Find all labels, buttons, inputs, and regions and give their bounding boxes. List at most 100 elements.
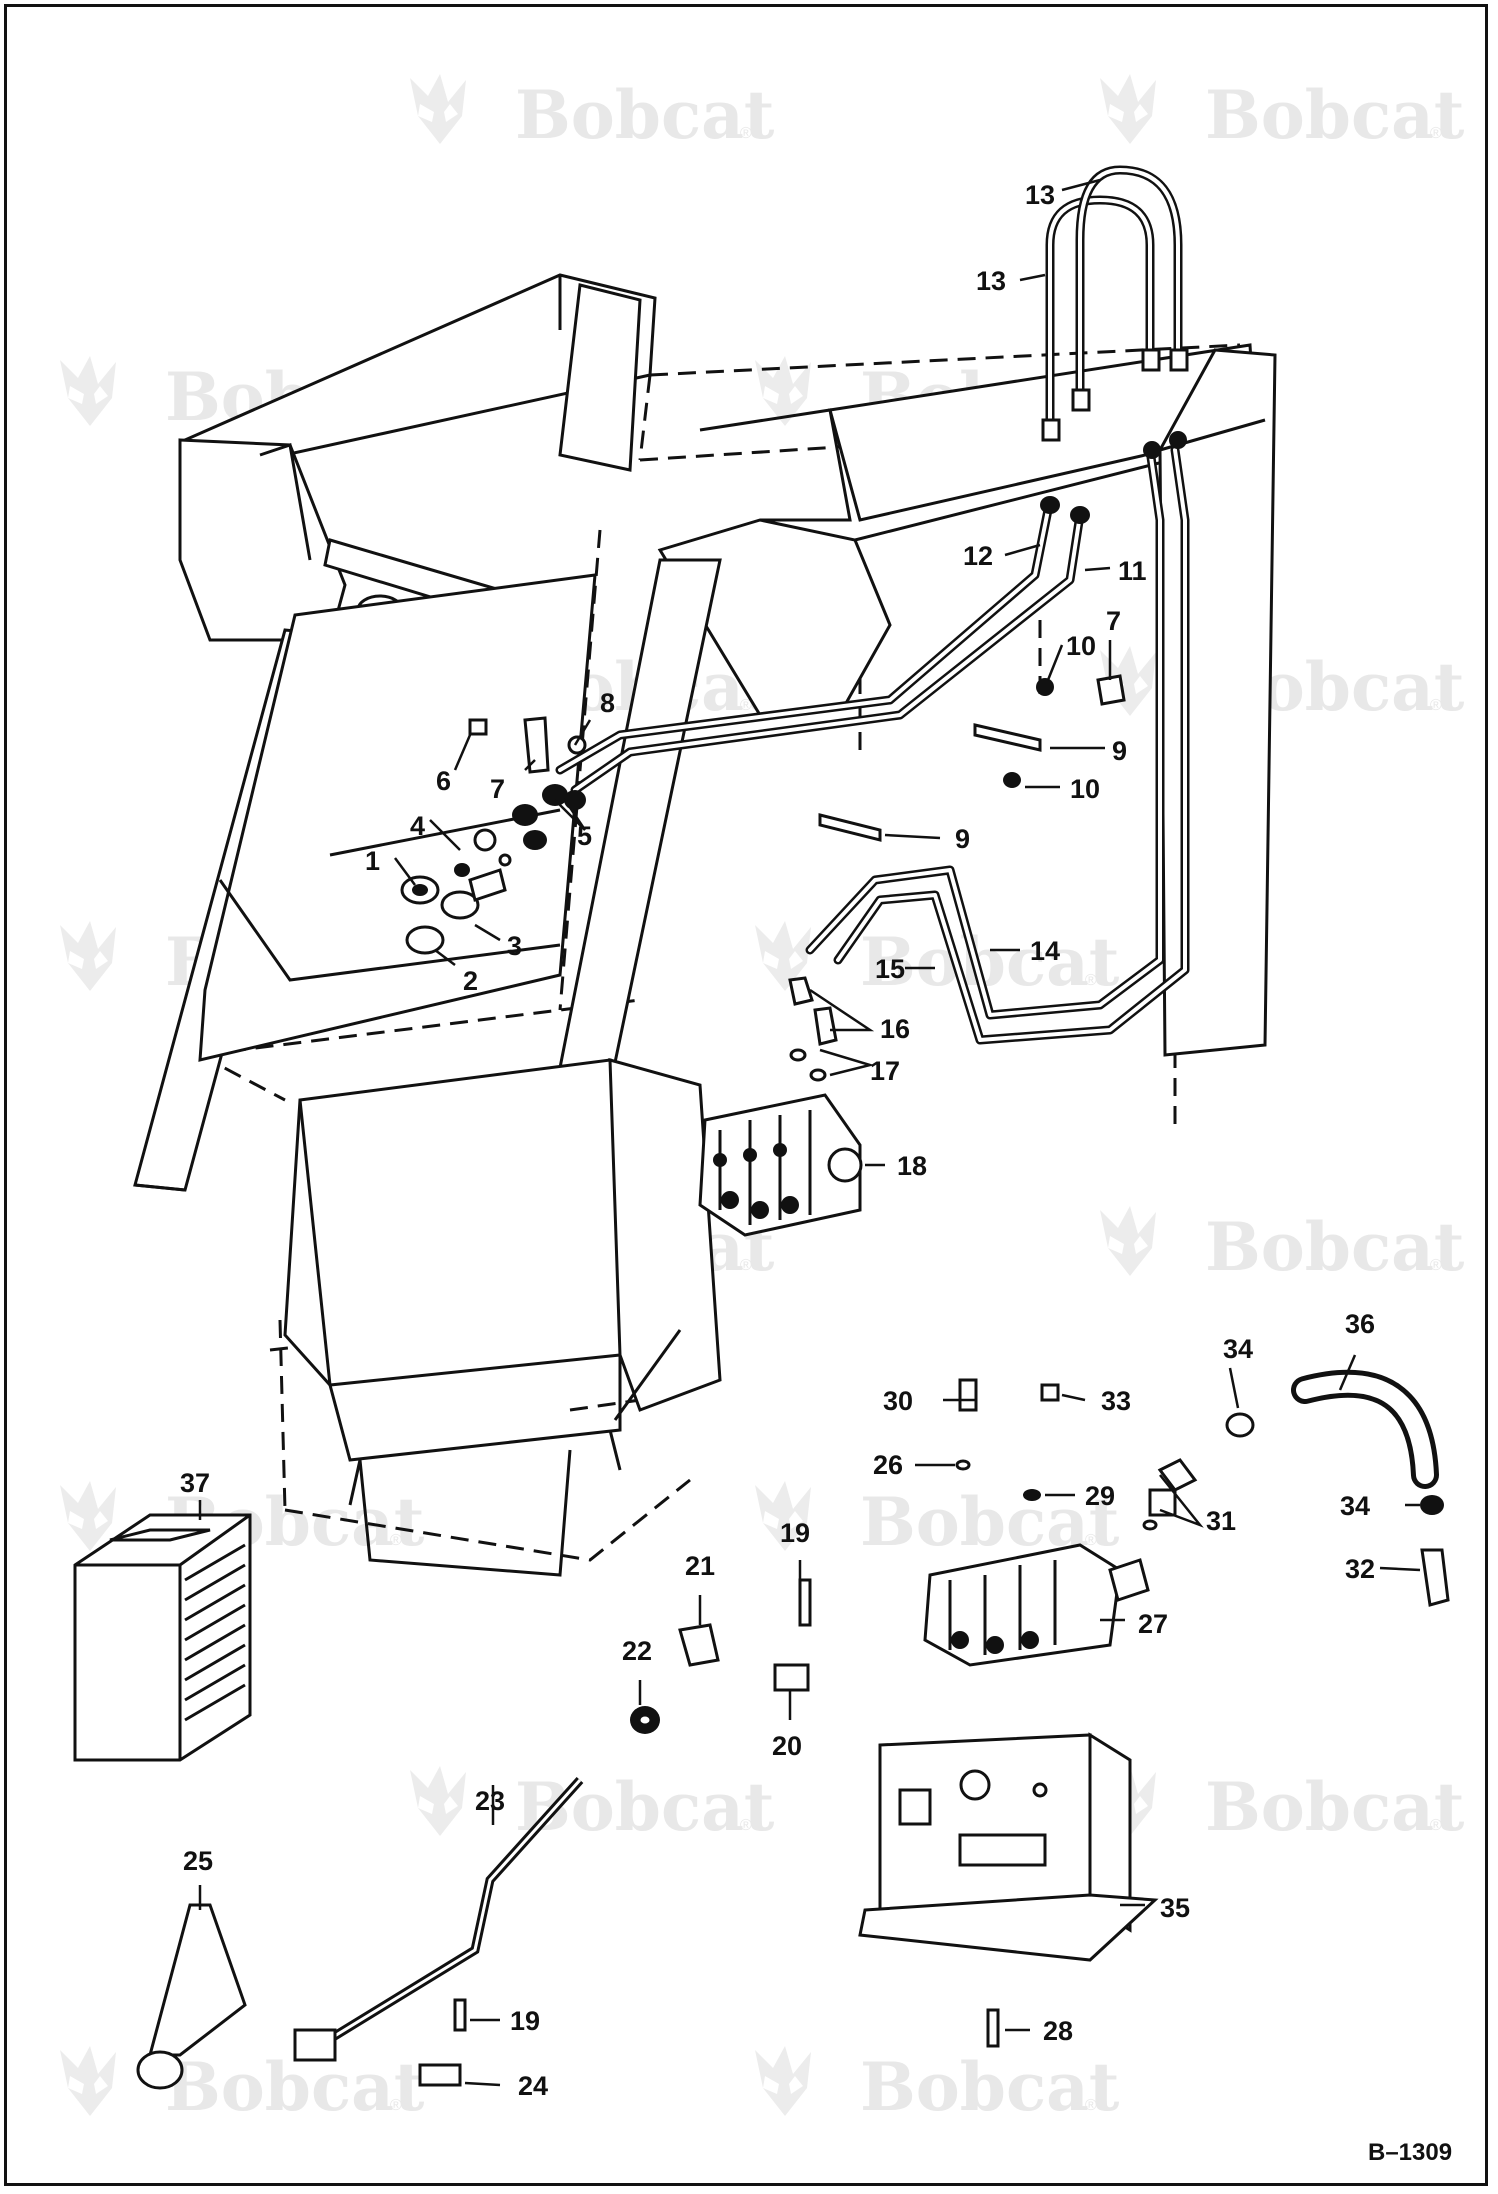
callout-33: 33: [1101, 1386, 1131, 1416]
callout-7: 7: [1106, 606, 1121, 636]
callout-14: 14: [1030, 936, 1060, 966]
callout-8: 8: [600, 688, 615, 718]
svg-text:®: ®: [740, 1817, 752, 1834]
battery-37: [73, 1513, 252, 1762]
watermark-logo: Bobcat®: [755, 2046, 1120, 2126]
svg-text:®: ®: [1430, 1257, 1442, 1274]
svg-text:Bobcat: Bobcat: [1205, 76, 1465, 154]
svg-text:®: ®: [1430, 1817, 1442, 1834]
callout-4: 4: [410, 811, 425, 841]
watermark-logo: Bobcat®: [410, 1766, 775, 1846]
callout-2: 2: [463, 966, 478, 996]
callout-23: 23: [475, 1786, 505, 1816]
fitting-32: [1420, 1548, 1450, 1607]
elbow-31: [1157, 1458, 1198, 1492]
callout-12: 12: [963, 541, 993, 571]
callout-10: 10: [1066, 631, 1096, 661]
callout-24: 24: [518, 2071, 548, 2101]
clip-9-lower: [818, 813, 882, 842]
svg-text:®: ®: [1085, 1532, 1097, 1549]
fitting: [1071, 388, 1091, 412]
callout-18: 18: [897, 1151, 927, 1181]
callout-22: 22: [622, 1636, 652, 1666]
svg-text:®: ®: [1430, 697, 1442, 714]
callout-6: 6: [436, 766, 451, 796]
fitting: [1041, 418, 1061, 442]
watermark-logo: Bobcat®: [1100, 1206, 1465, 1286]
o-ring-29: [1023, 1489, 1041, 1501]
svg-text:Bobcat: Bobcat: [860, 2048, 1120, 2126]
callout-26: 26: [873, 1450, 903, 1480]
diagram-border: [4, 4, 1488, 2186]
callout-35: 35: [1160, 1893, 1190, 1923]
svg-text:®: ®: [1430, 125, 1442, 142]
hardware-parts: [73, 348, 1450, 2090]
adapter-16b: [813, 1006, 838, 1046]
callout-numbers: 13 13 12 11 7 10 9 10 9 8 7 6 5 4 1 3 2 …: [180, 180, 1452, 2166]
o-ring-17b: [809, 1068, 827, 1082]
callout-27: 27: [1138, 1609, 1168, 1639]
watermark-logo: Bobcat®: [410, 74, 775, 154]
svg-text:®: ®: [740, 697, 752, 714]
callout-3: 3: [507, 931, 522, 961]
callout-28: 28: [1043, 2016, 1073, 2046]
svg-text:®: ®: [1085, 2097, 1097, 2114]
callout-32: 32: [1345, 1554, 1375, 1584]
pin-19-lower: [453, 1998, 467, 2032]
callout-11: 11: [1118, 556, 1147, 586]
fitting: [1169, 348, 1189, 372]
callout-36: 36: [1345, 1309, 1375, 1339]
callout-19: 19: [510, 2006, 540, 2036]
clamp-34-lower: [1420, 1495, 1444, 1515]
svg-text:Bobcat: Bobcat: [515, 76, 775, 154]
clamp-34-upper: [1225, 1412, 1255, 1438]
callout-34: 34: [1223, 1334, 1253, 1364]
control-valve-27: [923, 1543, 1122, 1667]
callout-7: 7: [490, 774, 505, 804]
watermark-logo: Bobcat®: [755, 921, 1120, 1001]
clevis-23: [293, 2028, 337, 2062]
nut-10-lower: [1003, 772, 1021, 788]
bolt-6: [468, 718, 488, 736]
callout-13: 13: [1025, 180, 1055, 210]
watermark-logo: Bobcat®: [1100, 646, 1465, 726]
fitting: [1141, 348, 1161, 372]
svg-text:Bobcat: Bobcat: [1205, 1768, 1465, 1846]
callout-13: 13: [976, 266, 1006, 296]
callout-30: 30: [883, 1386, 913, 1416]
callout-19: 19: [780, 1518, 810, 1548]
plug-3: [440, 890, 480, 920]
svg-text:Bobcat: Bobcat: [1205, 1208, 1465, 1286]
adapter-16a: [788, 976, 814, 1006]
svg-text:®: ®: [390, 1532, 402, 1549]
callout-37: 37: [180, 1468, 210, 1498]
hydraulic-lines: [555, 165, 1190, 1045]
nut-10-upper: [1036, 678, 1054, 696]
svg-text:®: ®: [1085, 972, 1097, 989]
watermark-logo: Bobcat®: [1100, 74, 1465, 154]
pin-19-upper: [798, 1578, 812, 1627]
callout-16: 16: [880, 1014, 910, 1044]
watermark-logo: Bobcat®: [60, 2046, 425, 2126]
watermark-logo: Bobcat®: [1100, 1766, 1465, 1846]
callout-29: 29: [1085, 1481, 1115, 1511]
callout-21: 21: [685, 1551, 715, 1581]
callout-9: 9: [955, 824, 970, 854]
callout-31: 31: [1206, 1506, 1236, 1536]
o-ring-26: [955, 1459, 971, 1471]
plug-33: [1040, 1383, 1060, 1402]
callout-10: 10: [1070, 774, 1100, 804]
callout-15: 15: [875, 954, 905, 984]
svg-text:®: ®: [740, 1257, 752, 1274]
svg-text:Bobcat: Bobcat: [860, 923, 1120, 1001]
callout-20: 20: [772, 1731, 802, 1761]
pin-24: [418, 2063, 462, 2087]
callout-17: 17: [870, 1056, 900, 1086]
callout-25: 25: [183, 1846, 213, 1876]
callout-9: 9: [1112, 736, 1127, 766]
o-ring-2: [405, 925, 445, 955]
clamp-7: [523, 716, 550, 774]
clip-9-upper: [973, 723, 1042, 752]
svg-text:®: ®: [390, 2097, 402, 2114]
